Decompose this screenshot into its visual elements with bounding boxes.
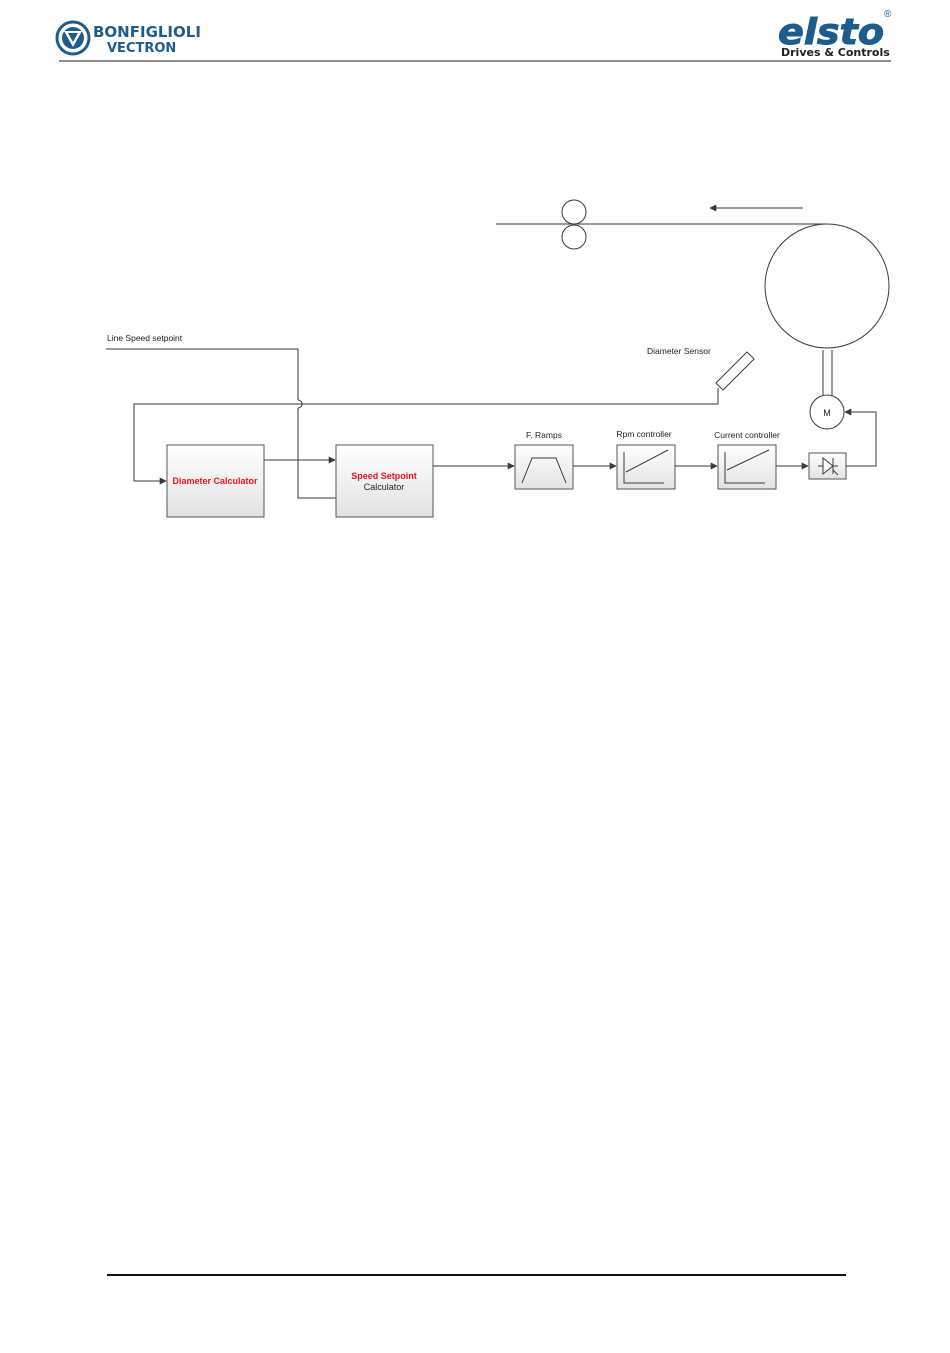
- line-speed-wire-lower: [298, 408, 336, 498]
- winding-reel: [765, 224, 889, 348]
- bonfiglioli-logo-line1: BONFIGLIOLI: [93, 23, 201, 41]
- diameter-sensor-icon: [716, 352, 754, 390]
- f-ramps-block: [515, 445, 573, 489]
- current-controller-label: Current controller: [714, 430, 780, 440]
- bonfiglioli-emblem-icon: [57, 22, 89, 54]
- motor-label: M: [823, 408, 831, 418]
- elsto-registered-mark: ®: [884, 9, 892, 20]
- lower-nip-roller: [562, 225, 586, 249]
- elsto-logo: elsto ® Drives & Controls: [778, 9, 892, 59]
- diameter-sensor-label: Diameter Sensor: [647, 346, 711, 356]
- diameter-calculator-label: Diameter Calculator: [172, 476, 258, 486]
- winder-control-diagram: [106, 200, 889, 517]
- speed-setpoint-label-line2: Calculator: [364, 482, 405, 492]
- elsto-tagline: Drives & Controls: [781, 46, 890, 59]
- line-speed-wire: [106, 349, 298, 400]
- speed-setpoint-calculator-block: [336, 445, 433, 517]
- line-speed-label: Line Speed setpoint: [107, 333, 183, 343]
- rpm-controller-label: Rpm controller: [616, 429, 671, 439]
- upper-nip-roller: [562, 200, 586, 224]
- f-ramps-label: F. Ramps: [526, 430, 562, 440]
- current-controller-block: [718, 445, 776, 489]
- bonfiglioli-logo-line2: VECTRON: [107, 41, 176, 56]
- bonfiglioli-logo: BONFIGLIOLI VECTRON: [57, 22, 201, 56]
- converter-to-motor-wire: [845, 412, 876, 466]
- speed-setpoint-label-line1: Speed Setpoint: [351, 471, 417, 481]
- rpm-controller-block: [617, 445, 675, 489]
